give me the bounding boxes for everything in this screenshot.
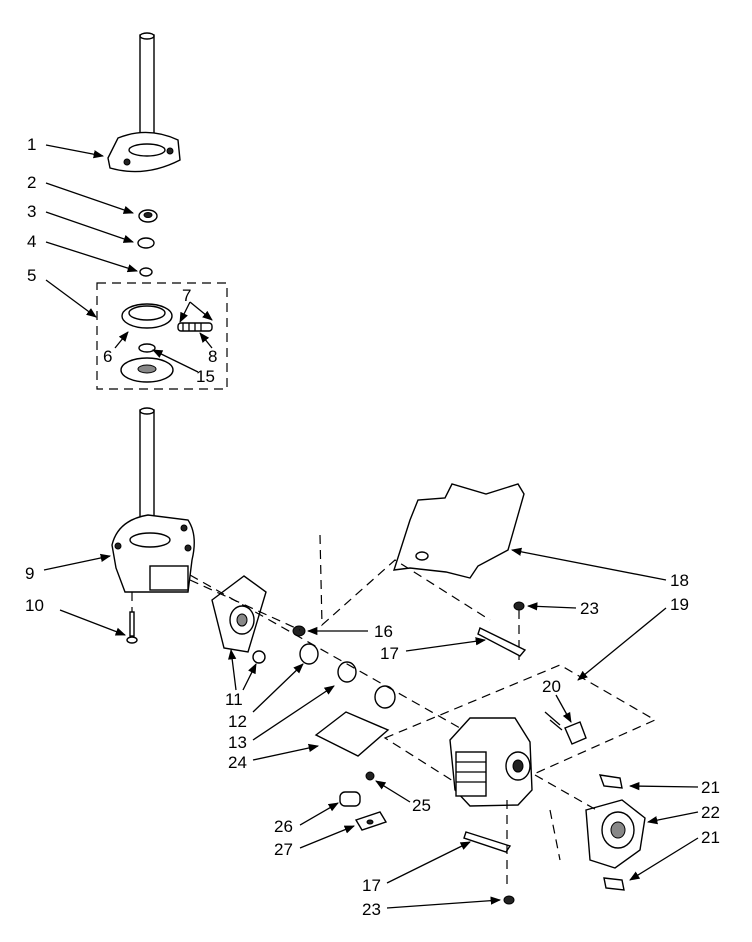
callout-9: 9	[25, 564, 34, 583]
callout-18: 18	[670, 571, 689, 590]
part-24-pad	[314, 711, 390, 757]
part-22-pump	[585, 799, 646, 869]
callout-6: 6	[103, 347, 112, 366]
callout-22: 22	[701, 803, 720, 822]
callout-4: 4	[27, 232, 36, 251]
part-21-upper-clip	[598, 774, 623, 789]
callout-12: 12	[228, 712, 247, 731]
part-10-screw	[126, 611, 138, 644]
callout-25: 25	[412, 796, 431, 815]
part-4-ring	[139, 267, 153, 277]
guide-pump-2	[549, 809, 561, 861]
part-5-brake-kit-outline	[96, 282, 228, 390]
part-17-upper-clip	[477, 627, 527, 657]
part-6-brake-ring	[121, 303, 173, 329]
callout-11: 11	[225, 690, 243, 709]
callout-15: 15	[196, 367, 215, 386]
callout-3: 3	[27, 202, 36, 221]
part-16-nut	[292, 625, 306, 637]
part-2-bearing	[138, 209, 158, 223]
callout-27: 27	[274, 840, 293, 859]
agitator-shaft-lower	[139, 407, 155, 536]
part-23-upper-screw	[513, 601, 525, 660]
leader-lines	[43, 144, 699, 909]
callout-1: 1	[27, 135, 36, 154]
part-19-motor	[449, 717, 533, 807]
guide-pump	[534, 774, 601, 813]
agitator-shaft-top	[139, 32, 155, 156]
callout-19: 19	[670, 595, 689, 614]
part-11-mount-plate	[211, 575, 267, 653]
part-3-washer	[137, 237, 155, 249]
callout-24: 24	[228, 753, 247, 772]
callout-16: 16	[374, 622, 393, 641]
part-coupling-3	[374, 685, 396, 709]
callout-26: 26	[274, 817, 293, 836]
part-15-cam	[120, 343, 174, 383]
callout-2: 2	[27, 173, 36, 192]
callout-21-upper: 21	[701, 778, 720, 797]
part-19-motor-kit-outline	[383, 664, 657, 799]
callout-5: 5	[27, 266, 36, 285]
leader-guide-18	[319, 534, 491, 627]
part-20-switch	[544, 711, 587, 745]
callout-23-upper: 23	[580, 599, 599, 618]
part-26-bushing	[339, 791, 361, 807]
callout-7: 7	[182, 286, 191, 305]
part-13-coupling	[337, 661, 357, 683]
callout-13: 13	[228, 733, 247, 752]
callout-17-upper: 17	[380, 644, 399, 663]
part-12-coupling	[299, 643, 319, 665]
guide-16	[189, 579, 301, 631]
part-1-drive-bell	[107, 131, 181, 173]
callout-21-lower: 21	[701, 828, 720, 847]
part-25-screw	[365, 771, 375, 781]
part-9-gearcase	[111, 514, 195, 593]
part-7-8-spring	[177, 322, 213, 332]
callout-8: 8	[208, 347, 217, 366]
part-27-bracket	[354, 811, 388, 831]
callout-17-lower: 17	[362, 876, 381, 895]
part-11-nut	[252, 650, 266, 664]
part-21-lower-clip	[603, 877, 625, 891]
callout-23-lower: 23	[362, 900, 381, 919]
part-23-lower-screw	[503, 800, 515, 905]
part-17-lower-clip	[463, 831, 512, 853]
callout-20: 20	[542, 677, 561, 696]
callout-labels: 1 2 3 4 5 6 7 8 15 9 10 11 12 13 24 16 1…	[25, 135, 720, 919]
callout-10: 10	[25, 596, 44, 615]
part-18-shield	[392, 483, 525, 579]
